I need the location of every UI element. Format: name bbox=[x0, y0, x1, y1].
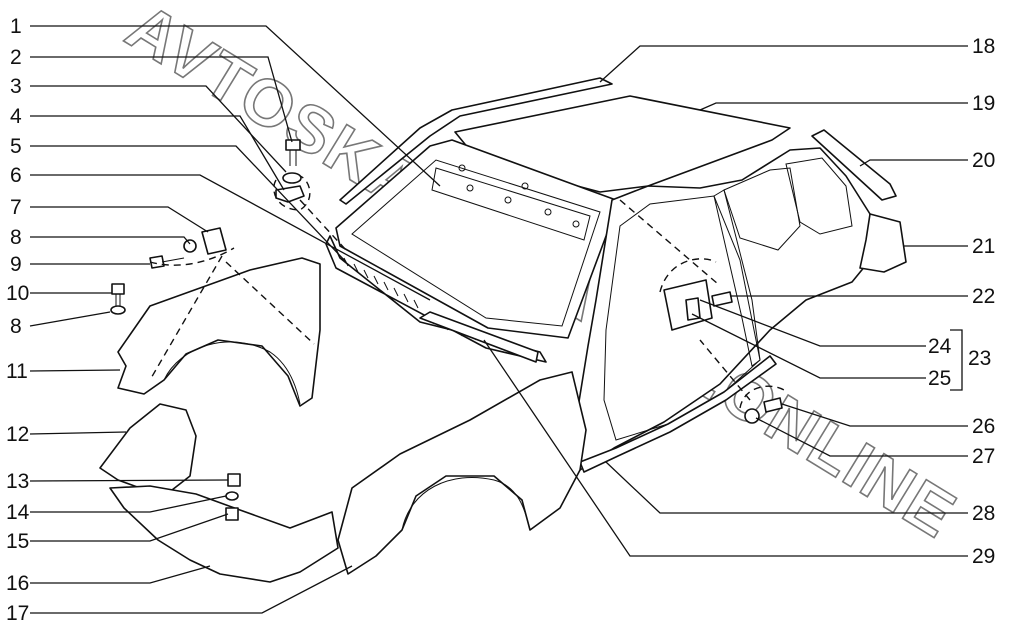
inner-fender bbox=[117, 257, 321, 407]
callout-6: 6 bbox=[10, 164, 22, 187]
roof-header bbox=[431, 167, 591, 241]
callout-27: 27 bbox=[972, 445, 995, 468]
callout-8a: 8 bbox=[10, 226, 22, 249]
callout-3: 3 bbox=[10, 75, 22, 98]
front-fender-large-arch bbox=[401, 476, 531, 531]
callout-10: 10 bbox=[6, 282, 29, 305]
callout-25: 25 bbox=[928, 367, 951, 390]
spring-22 bbox=[711, 291, 733, 307]
rear-quarter-panel bbox=[859, 213, 907, 273]
front-fender-large bbox=[337, 371, 587, 575]
callout-23: 23 bbox=[968, 347, 991, 370]
callout-20: 20 bbox=[972, 149, 995, 172]
callout-16: 16 bbox=[6, 572, 29, 595]
washer-27 bbox=[744, 408, 760, 424]
callout-11: 11 bbox=[6, 360, 28, 383]
callout-15: 15 bbox=[6, 530, 29, 553]
callout-26: 26 bbox=[972, 415, 995, 438]
callout-12: 12 bbox=[6, 423, 29, 446]
callout-18: 18 bbox=[972, 35, 995, 58]
inner-fender-arch bbox=[163, 341, 301, 405]
b-pillar bbox=[713, 189, 761, 367]
roof-rail bbox=[339, 77, 613, 205]
callout-14: 14 bbox=[6, 501, 30, 524]
callout-29: 29 bbox=[972, 545, 995, 568]
rocker-sill bbox=[579, 355, 777, 473]
callout-1: 1 bbox=[10, 15, 22, 38]
bolt-10 bbox=[111, 283, 125, 295]
door-opening bbox=[603, 195, 761, 441]
callout-17: 17 bbox=[6, 602, 29, 625]
washer-14 bbox=[225, 491, 239, 501]
bolt-15 bbox=[225, 507, 239, 521]
rear-side-window bbox=[785, 157, 853, 235]
washer-4 bbox=[282, 172, 302, 184]
callout-28: 28 bbox=[972, 502, 995, 525]
splash-shield bbox=[99, 403, 197, 491]
screw-9 bbox=[149, 255, 165, 269]
callout-7: 7 bbox=[10, 196, 22, 219]
assembly-guides bbox=[149, 175, 785, 409]
windshield-inner bbox=[351, 159, 601, 327]
callout-8b: 8 bbox=[10, 315, 22, 338]
rear-roof-strip bbox=[811, 129, 897, 201]
callout-24: 24 bbox=[928, 335, 952, 358]
rear-quarter-window bbox=[723, 167, 801, 251]
callout-5: 5 bbox=[10, 135, 22, 158]
callout-2: 2 bbox=[10, 46, 22, 69]
callout-9: 9 bbox=[10, 253, 22, 276]
callout-21: 21 bbox=[972, 235, 995, 258]
washer-8b bbox=[110, 305, 126, 315]
nut-13 bbox=[227, 473, 241, 487]
washer-8a bbox=[183, 239, 197, 253]
callout-4: 4 bbox=[10, 105, 22, 128]
bracket-7 bbox=[201, 227, 227, 255]
lower-cowl-strip bbox=[419, 311, 539, 363]
callout-19: 19 bbox=[972, 92, 995, 115]
callout-22: 22 bbox=[972, 285, 995, 308]
leader-lines bbox=[29, 25, 968, 614]
under-tray bbox=[109, 485, 339, 583]
header-holes bbox=[458, 164, 580, 228]
bolt-3 bbox=[285, 139, 301, 151]
callout-labels: 1 2 3 4 5 6 7 8 9 10 8 11 12 13 14 15 16… bbox=[6, 15, 995, 625]
callout-13: 13 bbox=[6, 470, 29, 493]
screw-26 bbox=[763, 397, 783, 413]
clip-5 bbox=[275, 185, 305, 203]
